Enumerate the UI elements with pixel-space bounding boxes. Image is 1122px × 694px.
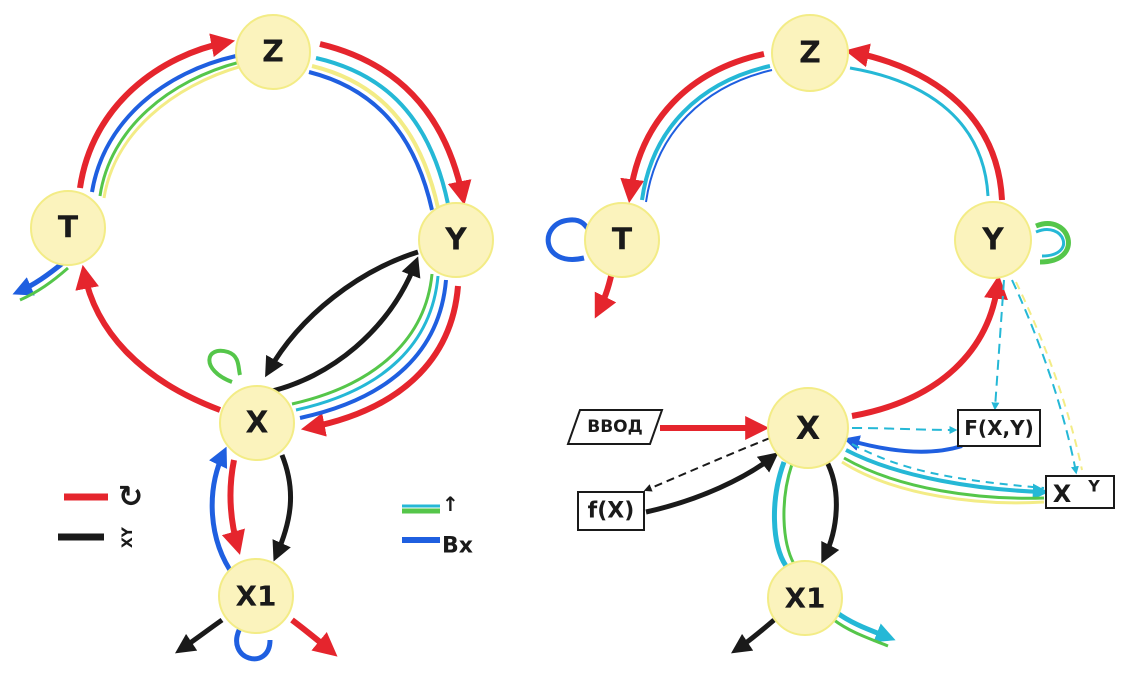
legend-input-arrow: ↑ [442,492,459,516]
right-edge-z-t-blue [645,69,773,203]
right-y-self-loop-cyan [1035,228,1065,258]
right-node-z: Z [771,14,849,92]
svg-text:X: X [245,406,268,441]
left-edge-z-y [308,41,472,211]
svg-text:ВВОД: ВВОД [587,417,643,437]
legend-cycle-symbol: ↻ [118,480,143,515]
left-t-out-green [19,266,69,302]
right-edge-x-F-dashed [851,425,958,434]
left-node-y: Y [418,202,494,278]
left-node-z: Z [235,14,311,90]
svg-text:X1: X1 [235,580,276,613]
left-legend: ↻ XY ↑ Bx [58,480,473,559]
right-y-dashed-f [991,279,1005,411]
right-edge-F-x [843,435,963,454]
legend-swap-symbol: XY [120,526,136,548]
right-edge-x-f-dashed [643,437,771,492]
right-x1-out-black [731,618,776,654]
right-pow-box: X Y [1045,475,1115,509]
svg-text:X: X [1053,480,1072,508]
left-x1-self-loop [234,626,273,662]
right-y-dashed-pow [1011,279,1079,475]
svg-text:Y: Y [981,223,1005,258]
right-edge-x-y [851,274,1008,419]
right-edge-x-x1-black [821,458,840,564]
left-edge-x1-x-blue [208,446,237,578]
svg-text:T: T [612,223,633,258]
right-edge-x-x1-green [782,463,796,565]
right-edge-x-pow-dashed [851,443,1045,489]
legend-input-text: Bx [442,534,473,559]
right-t-self-loop [545,217,593,262]
right-node-x: X [767,387,849,469]
right-node-t: T [584,202,660,278]
right-node-x1: X1 [767,560,843,636]
svg-text:X1: X1 [784,582,825,615]
right-y-self-loop [1035,221,1071,265]
right-x1-out-cyan [834,609,896,643]
left-node-x: X [219,385,295,461]
right-edge-y-z-cyan [849,66,990,197]
svg-text:F(X,Y): F(X,Y) [964,416,1033,440]
left-edge-y-x [291,273,461,437]
right-y-dashed-pow-yellow [1015,281,1083,471]
svg-text:T: T [58,211,79,246]
right-edge-x-pow-cyan [845,448,1049,500]
left-node-x1: X1 [218,558,294,634]
svg-text:Y: Y [444,223,468,258]
right-edge-x-pow-yellow [841,460,1045,505]
left-x1-out-red [290,617,338,657]
svg-text:Z: Z [799,36,821,71]
svg-text:f(X): f(X) [588,499,635,524]
left-node-t: T [30,190,106,266]
left-t-out [12,260,66,296]
right-edge-x-x1-cyan [771,461,789,568]
left-edge-x-x1-red [221,459,245,555]
right-edge-x-pow-green [843,456,1045,500]
left-x1-out-black [175,617,224,654]
left-edge-xy-swap [265,249,421,395]
svg-text:Y: Y [1087,477,1100,496]
svg-text:X: X [796,409,821,447]
right-t-out [594,271,617,319]
left-edge-t-z [77,33,243,199]
right-x1-out-green [833,618,889,648]
right-diagram: Z T Y X X1 ВВОД f(X) F(X,Y) [545,14,1115,654]
left-x-self-loop [207,348,242,384]
left-edge-x-x1-black [272,454,293,562]
left-diagram: Z T Y X X1 ↻ XY ↑ Bx [12,14,494,662]
right-edge-f-x [645,452,779,515]
right-F-box: F(X,Y) [957,409,1041,447]
svg-text:Z: Z [262,35,284,70]
right-f-box: f(X) [577,491,645,531]
right-input-box: ВВОД [566,409,664,445]
right-edge-y-z [844,43,1005,201]
left-edge-x-t [75,264,222,413]
right-edge-z-t [620,51,765,204]
right-node-y: Y [954,201,1032,279]
right-edge-z-t-cyan [640,64,771,201]
